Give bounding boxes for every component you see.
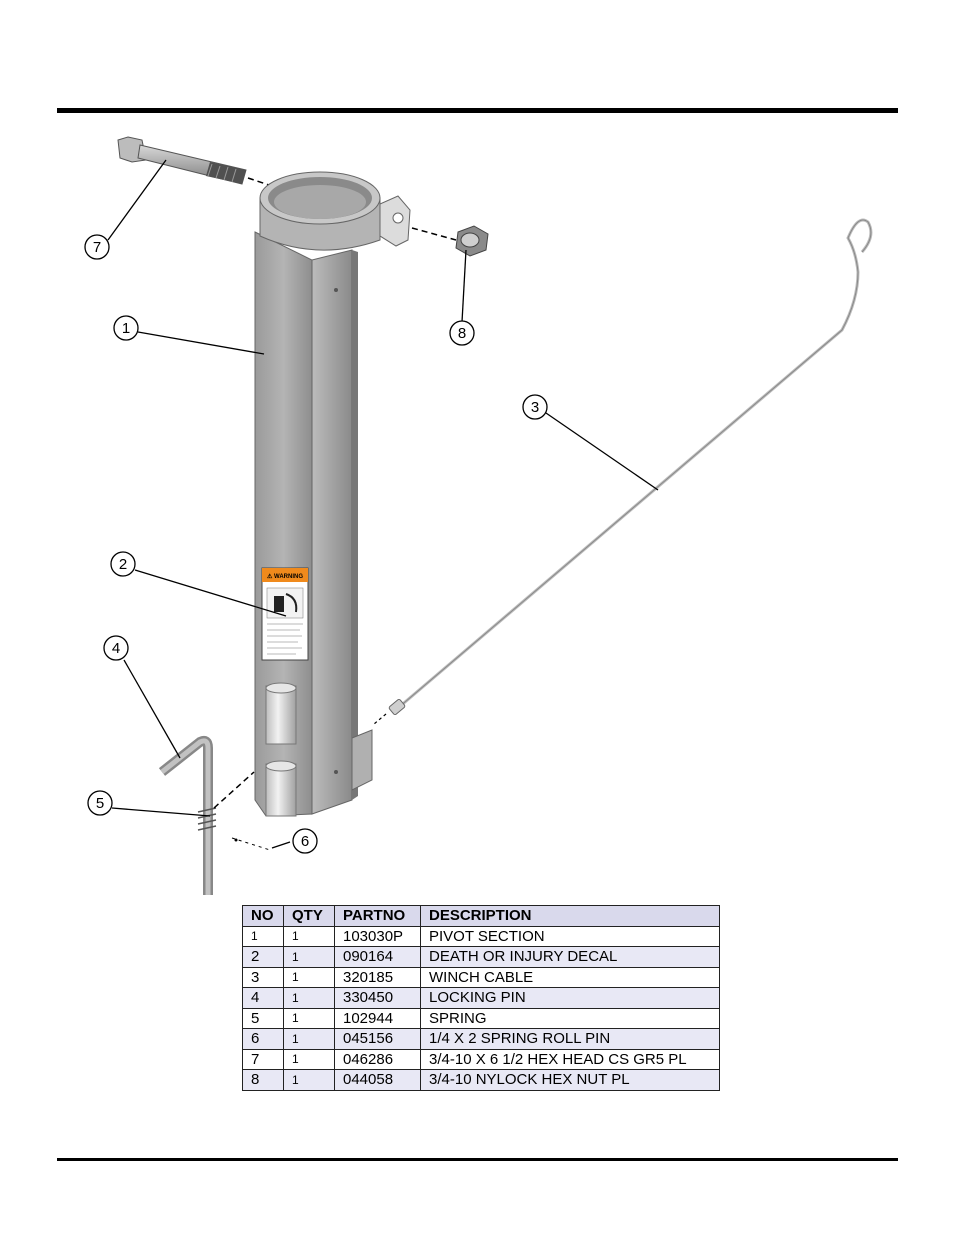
cell-description: SPRING <box>420 1007 720 1029</box>
cell-no: 8 <box>242 1069 284 1091</box>
cell-partno: 090164 <box>334 946 421 968</box>
locking-pin <box>158 735 213 895</box>
cell-partno: 102944 <box>334 1007 421 1029</box>
callout-6-label: 6 <box>301 833 309 850</box>
cell-description: 1/4 X 2 SPRING ROLL PIN <box>420 1028 720 1050</box>
callout-8-label: 8 <box>458 325 466 342</box>
callout-5: 5 <box>87 790 113 816</box>
cell-qty: 1 <box>283 1028 335 1050</box>
cell-description: DEATH OR INJURY DECAL <box>420 946 720 968</box>
winch-cable <box>373 218 873 725</box>
cell-description: PIVOT SECTION <box>420 925 720 947</box>
cell-description: LOCKING PIN <box>420 987 720 1009</box>
callout-1: 1 <box>113 315 139 341</box>
table-row: 1 1 103030P PIVOT SECTION <box>242 925 720 947</box>
pin-alignment-line <box>213 771 255 809</box>
column-header-partno: PARTNO <box>334 905 421 927</box>
spring-roll-pin <box>231 837 271 851</box>
cell-no: 3 <box>242 966 284 988</box>
cell-no: 1 <box>242 925 284 947</box>
table-row: 3 1 320185 WINCH CABLE <box>242 966 720 988</box>
pivot-collar-ring <box>259 171 411 251</box>
callout-5-label: 5 <box>96 795 104 812</box>
bottom-rule <box>57 1158 898 1161</box>
nylock-hex-nut <box>411 225 489 257</box>
table-row: 8 1 044058 3/4-10 NYLOCK HEX NUT PL <box>242 1069 720 1091</box>
cell-no: 7 <box>242 1048 284 1070</box>
column-header-no: NO <box>242 905 284 927</box>
pivot-section-post <box>254 231 373 817</box>
callout-1-label: 1 <box>122 320 130 337</box>
cell-partno: 103030P <box>334 925 421 947</box>
warning-decal: ⚠ WARNING <box>261 567 309 661</box>
cell-no: 5 <box>242 1007 284 1029</box>
cell-qty: 1 <box>283 1069 335 1091</box>
cell-no: 2 <box>242 946 284 968</box>
table-header-row: NO QTY PARTNO DESCRIPTION <box>242 905 720 927</box>
callout-2-label: 2 <box>119 556 127 573</box>
cell-description: 3/4-10 NYLOCK HEX NUT PL <box>420 1069 720 1091</box>
cell-qty: 1 <box>283 925 335 947</box>
cell-qty: 1 <box>283 1048 335 1070</box>
cell-partno: 330450 <box>334 987 421 1009</box>
cell-description: WINCH CABLE <box>420 966 720 988</box>
table-row: 5 1 102944 SPRING <box>242 1007 720 1029</box>
top-rule <box>57 108 898 113</box>
cell-description: 3/4-10 X 6 1/2 HEX HEAD CS GR5 PL <box>420 1048 720 1070</box>
table-row: 4 1 330450 LOCKING PIN <box>242 987 720 1009</box>
cell-qty: 1 <box>283 966 335 988</box>
callout-3: 3 <box>522 394 548 420</box>
callout-3-label: 3 <box>531 399 539 416</box>
callout-2: 2 <box>110 551 136 577</box>
decal-header: ⚠ WARNING <box>267 573 303 580</box>
column-header-description: DESCRIPTION <box>420 905 720 927</box>
column-header-qty: QTY <box>283 905 335 927</box>
cell-qty: 1 <box>283 987 335 1009</box>
callout-4: 4 <box>103 635 129 661</box>
callout-7: 7 <box>84 234 110 260</box>
cell-partno: 320185 <box>334 966 421 988</box>
exploded-parts-diagram: ⚠ WARNING 7 <box>84 136 873 895</box>
cell-no: 4 <box>242 987 284 1009</box>
cell-qty: 1 <box>283 1007 335 1029</box>
callout-8: 8 <box>449 320 475 346</box>
callout-6: 6 <box>292 828 318 854</box>
callout-4-label: 4 <box>112 640 120 657</box>
parts-table: NO QTY PARTNO DESCRIPTION 1 1 103030P PI… <box>242 905 720 1091</box>
hex-bolt <box>117 136 273 187</box>
table-row: 6 1 045156 1/4 X 2 SPRING ROLL PIN <box>242 1028 720 1050</box>
cell-partno: 045156 <box>334 1028 421 1050</box>
callout-7-label: 7 <box>93 239 101 256</box>
cell-partno: 046286 <box>334 1048 421 1070</box>
cell-partno: 044058 <box>334 1069 421 1091</box>
cell-no: 6 <box>242 1028 284 1050</box>
cell-qty: 1 <box>283 946 335 968</box>
table-row: 7 1 046286 3/4-10 X 6 1/2 HEX HEAD CS GR… <box>242 1048 720 1070</box>
table-row: 2 1 090164 DEATH OR INJURY DECAL <box>242 946 720 968</box>
